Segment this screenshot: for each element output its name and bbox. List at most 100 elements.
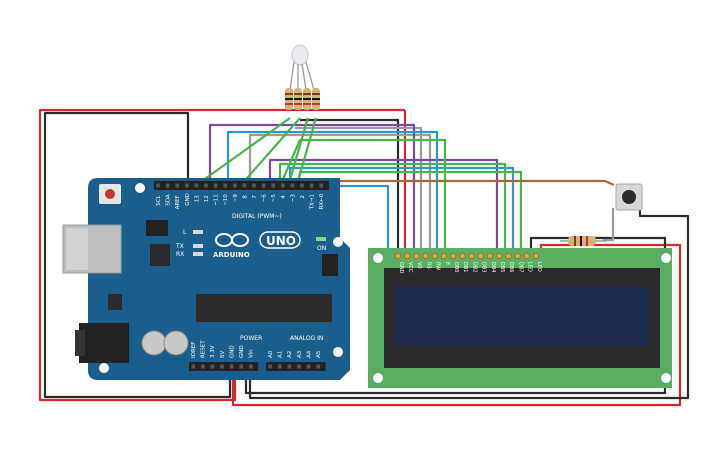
lcd-pin[interactable] [477,252,484,260]
lcd-pin-label: DB6 [508,262,514,272]
digital-pin[interactable] [281,183,285,188]
led-resistors[interactable] [285,88,320,110]
wire-brown[interactable] [316,179,615,187]
arduino-board[interactable]: L TX RX ON ARDUINO UNO DIGITAL (PWM~) PO… [62,178,350,380]
power-jack [79,323,129,363]
atmega-chip [196,294,332,322]
model-text: UNO [266,234,296,248]
analog-pin[interactable] [287,364,292,369]
power-header[interactable] [189,362,326,371]
lcd-pin-label: RW [435,262,441,270]
digital-pin[interactable] [261,183,266,188]
power-pin[interactable] [239,364,243,369]
power-pin[interactable] [220,364,224,369]
digital-pin[interactable] [300,183,304,188]
tx-label: TX [175,243,184,250]
analog-pin[interactable] [306,364,311,369]
lcd-pin[interactable] [514,252,521,260]
push-button-cap[interactable] [622,190,636,204]
digital-pin[interactable] [223,183,227,188]
digital-pin[interactable] [156,183,160,188]
lcd-pin[interactable] [486,252,494,260]
lcd-pin[interactable] [413,252,420,260]
lcd-pin[interactable] [505,252,512,260]
wire-gray-lcd[interactable] [603,208,615,242]
power-pin[interactable] [210,364,215,369]
lcd-pin[interactable] [440,252,448,260]
analog-pin[interactable] [268,364,272,369]
power-pin[interactable] [249,364,253,369]
digital-pin[interactable] [175,183,179,188]
digital-pin[interactable] [319,183,323,188]
lcd-pin-label: LED [527,262,533,272]
power-pin-label: GND [229,345,235,358]
power-pin[interactable] [229,364,234,369]
lcd-pin-label: V0 [416,262,422,269]
wire-black-lcd-gnd[interactable] [300,118,400,255]
lcd-pin[interactable] [422,252,429,260]
digital-pin[interactable] [271,183,275,188]
digital-pin[interactable] [252,183,256,188]
digital-pin-label: 2 [300,195,306,199]
digital-pin[interactable] [204,183,208,188]
wire-purple-1[interactable] [208,123,416,255]
digital-pin[interactable] [194,183,199,188]
lcd-pin-label: DB7 [517,262,523,272]
rgb-led[interactable] [289,44,315,91]
wire-red-lcd-bottom[interactable] [231,243,682,407]
lcd-pin[interactable] [394,252,402,260]
lcd-pin-label: LED [536,262,542,272]
push-button[interactable] [615,183,643,211]
digital-pin[interactable] [290,183,295,188]
digital-pin-label: ~3 [290,194,296,203]
power-pin[interactable] [201,364,205,369]
lcd-pin[interactable] [450,252,457,260]
analog-pin[interactable] [278,364,282,369]
lcd-pin-label: DB4 [490,262,496,272]
wire-green-3[interactable] [278,162,507,255]
lcd-pin[interactable] [431,252,438,260]
lcd-pin[interactable] [496,252,503,260]
led-l [193,230,203,234]
wire-purple-2[interactable] [268,158,499,255]
lcd-pin-label: DB2 [471,262,477,272]
wire-blue-1[interactable] [226,130,439,255]
digital-pin-label: ~6 [262,194,268,203]
lcd-pin[interactable] [523,252,530,260]
analog-pin-label: A1 [278,351,284,358]
led-tx [193,244,203,248]
digital-pin-label: AREF [175,195,181,209]
analog-pin[interactable] [297,364,301,369]
wire-green-led-2[interactable] [239,117,301,187]
mount-hole [333,347,343,357]
wire-gray-top[interactable] [295,126,423,255]
digital-pin[interactable] [233,183,237,188]
lcd-pin-label: DB0 [453,262,459,272]
power-pin-label: Vin [249,349,255,358]
analog-pin-label: A5 [316,350,322,358]
digital-pin[interactable] [165,183,170,188]
regulator [108,294,122,310]
button-resistor[interactable] [560,236,606,246]
digital-pin[interactable] [242,183,247,188]
wire-red-outer[interactable] [38,108,300,402]
lcd-pin[interactable] [468,252,475,260]
digital-pin[interactable] [213,183,218,188]
wire-black-btn[interactable] [248,210,690,400]
wire-black-outer[interactable] [43,111,232,399]
digital-pin[interactable] [309,183,314,188]
lcd-pin[interactable] [404,252,411,260]
analog-pin[interactable] [316,364,320,369]
power-pin[interactable] [191,364,195,369]
analog-pin-label: A3 [297,350,303,358]
wire-green-led-1[interactable] [194,117,291,187]
digital-header[interactable] [154,181,329,190]
lcd-pin[interactable] [459,252,466,260]
reset-button-cap[interactable] [105,189,115,199]
lcd-pin[interactable] [532,252,540,260]
digital-pin[interactable] [185,183,189,188]
wire-gray-2[interactable] [248,133,432,255]
